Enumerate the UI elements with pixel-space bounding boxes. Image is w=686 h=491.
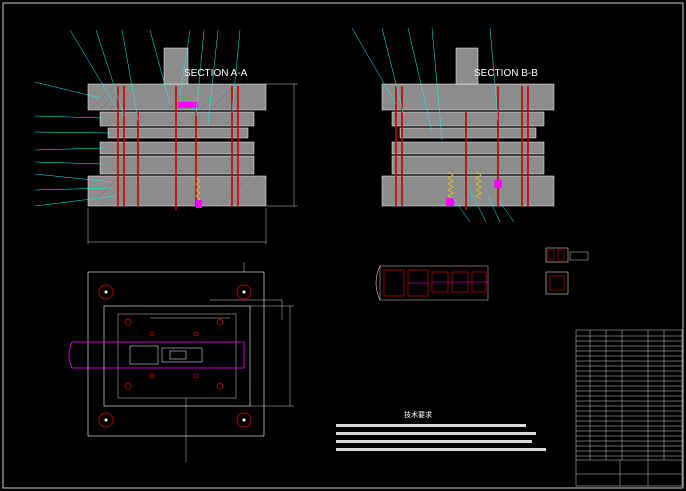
part-detail [545, 247, 589, 295]
section-aa-title: SECTION A-A [184, 68, 248, 79]
title-block [575, 329, 683, 487]
section-bb-view: SECTION B-B [351, 27, 555, 223]
notes-heading: 技术要求 [404, 410, 432, 419]
strip-layout [375, 265, 489, 301]
plan-view [68, 262, 294, 462]
section-aa-view: SECTION A-A [34, 29, 298, 244]
section-bb-title: SECTION B-B [474, 68, 538, 79]
technical-notes: 技术要求 [336, 410, 546, 451]
